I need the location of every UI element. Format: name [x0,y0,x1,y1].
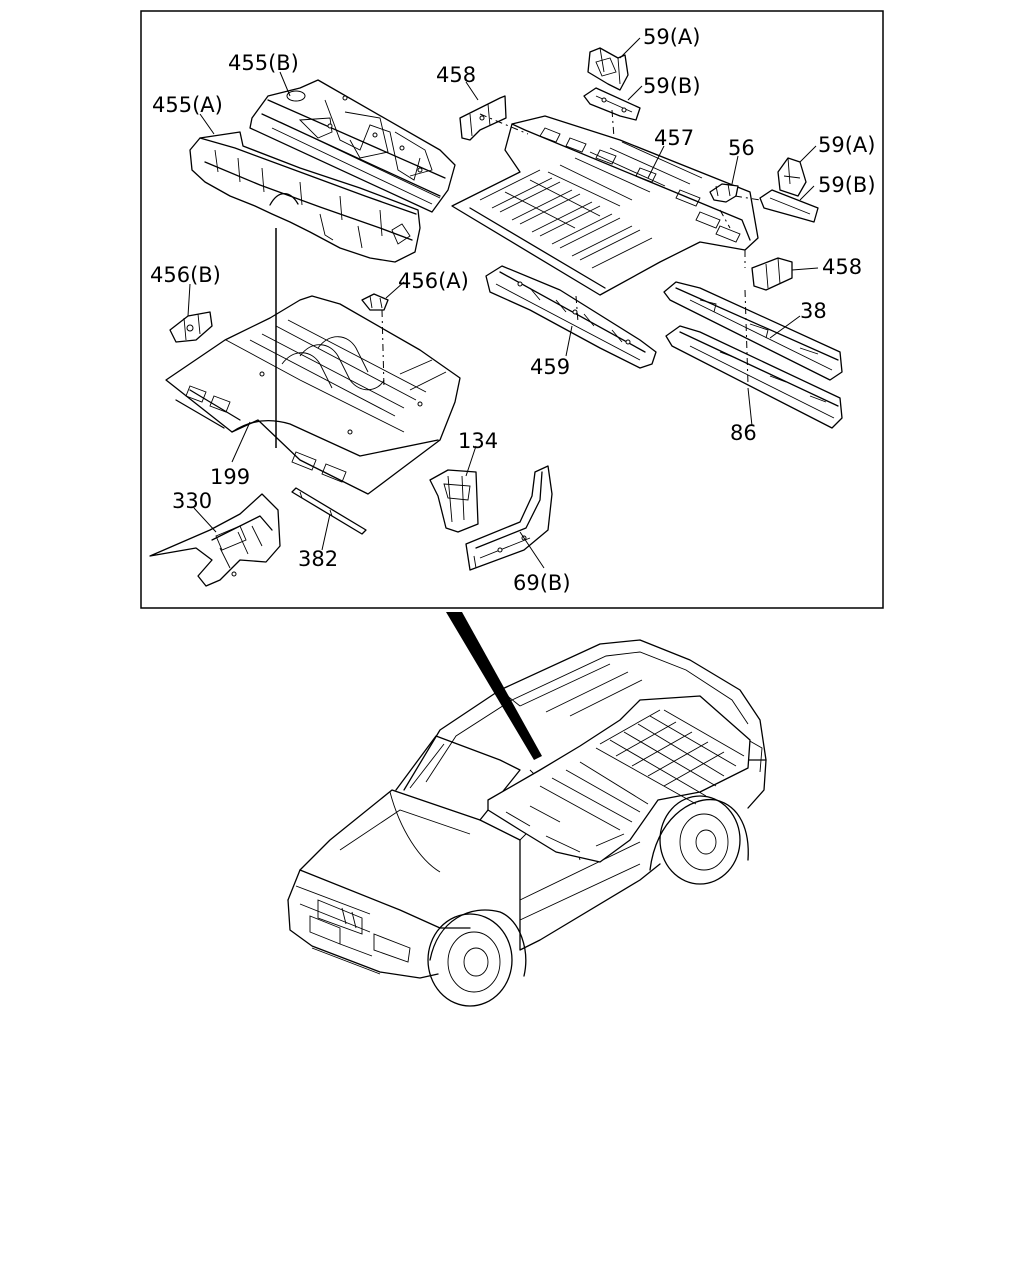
part-455b [249,79,456,213]
part-59a-top [587,47,629,91]
callout-456b: 456(B) [150,263,221,287]
part-457 [451,115,759,296]
part-330 [149,493,281,587]
callout-457: 457 [654,126,694,150]
callout-59b-top: 59(B) [643,74,701,98]
part-199 [165,295,461,495]
part-456a [361,293,389,311]
callout-59a-right: 59(A) [818,133,875,157]
callout-59b-right: 59(B) [818,173,876,197]
part-86 [665,325,843,429]
callout-455a: 455(A) [152,93,223,117]
part-59b-top [583,87,641,121]
leader-lines [187,37,819,569]
pointer-wedge [446,612,542,760]
callout-459: 459 [530,355,570,379]
part-59a-right [777,157,807,197]
part-38 [663,281,843,381]
callout-330: 330 [172,489,212,513]
part-458-top [459,95,507,141]
part-134 [429,469,479,533]
vehicle-illustration [287,639,767,1007]
part-455a [189,131,421,263]
callout-labels: 455(B) 455(A) 458 59(A) 59(B) 457 56 59(… [150,25,876,595]
callout-69b: 69(B) [513,571,571,595]
exploded-view-frame [140,10,884,609]
part-456b [169,311,213,343]
callout-134: 134 [458,429,498,453]
callout-382: 382 [298,547,338,571]
part-458-right [751,257,793,291]
callout-86: 86 [730,421,757,445]
callout-456a: 456(A) [398,269,469,293]
part-382 [291,487,367,535]
callout-56: 56 [728,136,755,160]
callout-38: 38 [800,299,827,323]
callout-199: 199 [210,465,250,489]
part-459 [485,265,657,369]
part-59b-right [759,189,819,223]
callout-458-right: 458 [822,255,862,279]
callout-455b: 455(B) [228,51,299,75]
callout-458-top: 458 [436,63,476,87]
callout-59a-top: 59(A) [643,25,700,49]
alignment-lines [381,109,761,389]
part-69b [465,465,553,571]
